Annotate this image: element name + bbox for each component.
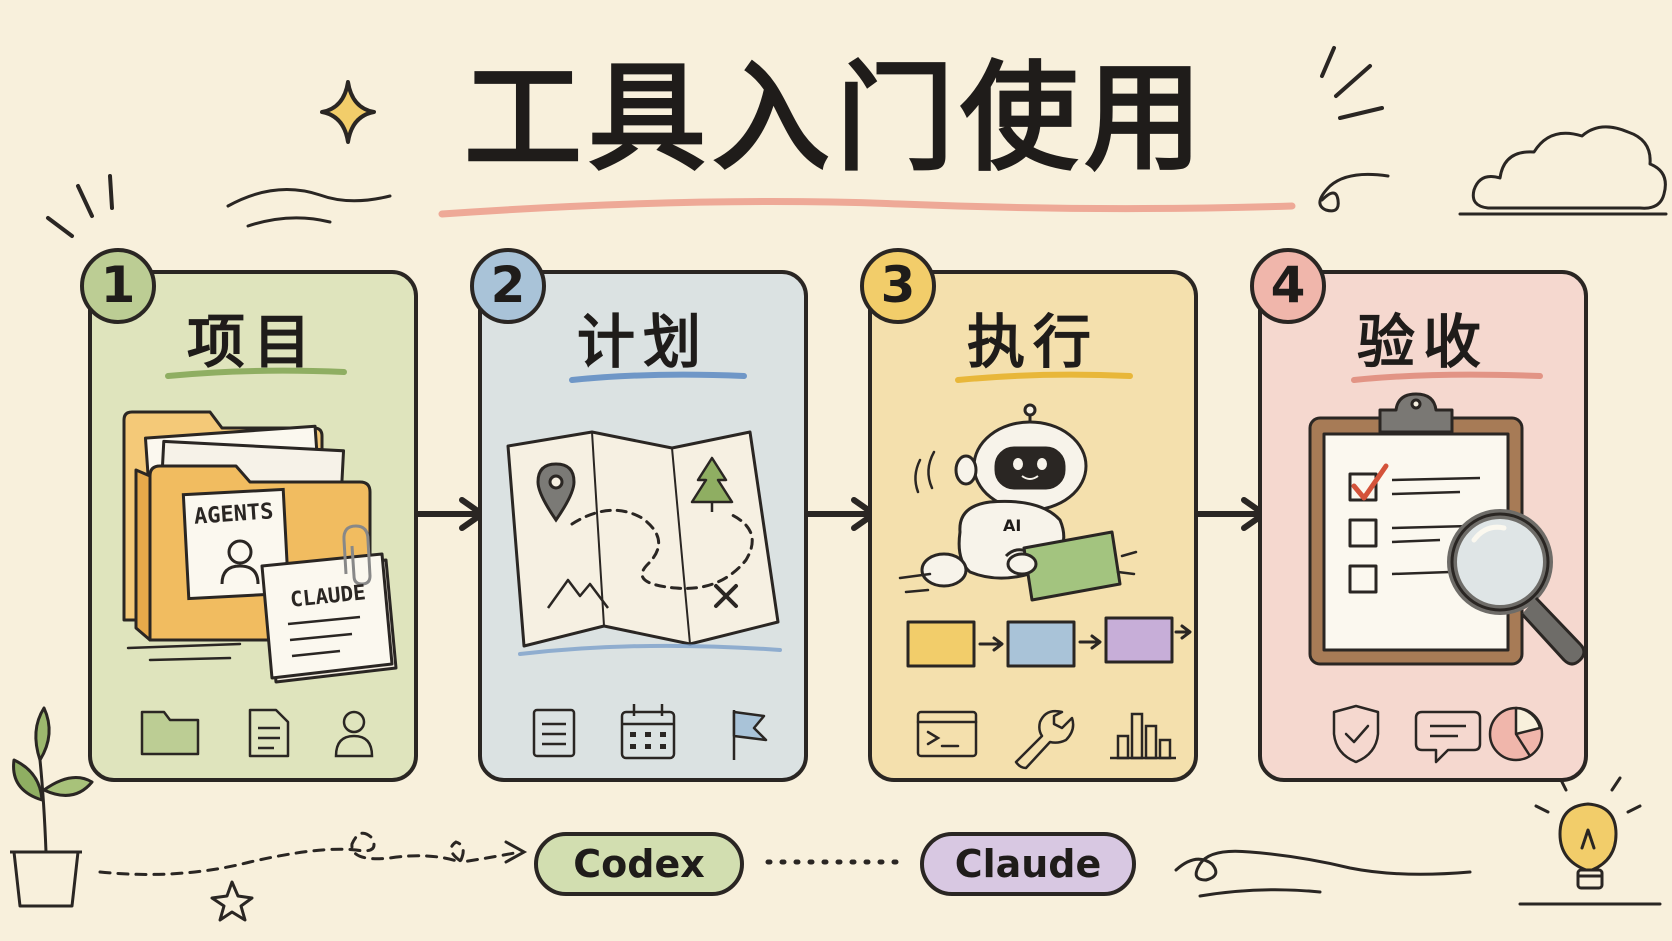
lightbulb-icon (1534, 776, 1642, 890)
plant-icon (10, 706, 94, 908)
step-label: 计划 (576, 308, 709, 376)
step-card-plan: 计划 (478, 270, 808, 782)
codex-pill: Codex (534, 832, 744, 896)
step-badge-3: 3 (860, 248, 936, 324)
arrow-1-2 (415, 497, 485, 531)
title-underline (438, 198, 1296, 218)
cloud-icon (1471, 125, 1667, 210)
step-label: 项目 (186, 308, 319, 376)
step-card-execute: 执行 (868, 270, 1198, 782)
page-title: 工具入门使用 (463, 49, 1208, 187)
rays-right-decoration (1320, 46, 1384, 120)
swirl-decoration (1318, 172, 1390, 213)
star-icon (210, 880, 254, 922)
swoosh-decoration (226, 188, 392, 208)
sparkle-icon (320, 80, 376, 144)
swirl-bottom-decoration (1174, 849, 1472, 882)
arrow-2-3 (805, 497, 877, 531)
step-badge-2: 2 (470, 248, 546, 324)
step-badge-1: 1 (80, 248, 156, 324)
step-label: 验收 (1356, 308, 1489, 376)
dashed-path-decoration (98, 831, 522, 876)
arrow-3-4 (1195, 497, 1267, 531)
rays-left-decoration (46, 174, 114, 238)
step-card-review: 验收 (1258, 270, 1588, 782)
claude-pill: Claude (920, 832, 1136, 896)
step-label: 执行 (966, 308, 1099, 376)
step-card-project: 项目 (88, 270, 418, 782)
step-badge-4: 4 (1250, 248, 1326, 324)
robot-ai-label: AI (1003, 516, 1022, 535)
